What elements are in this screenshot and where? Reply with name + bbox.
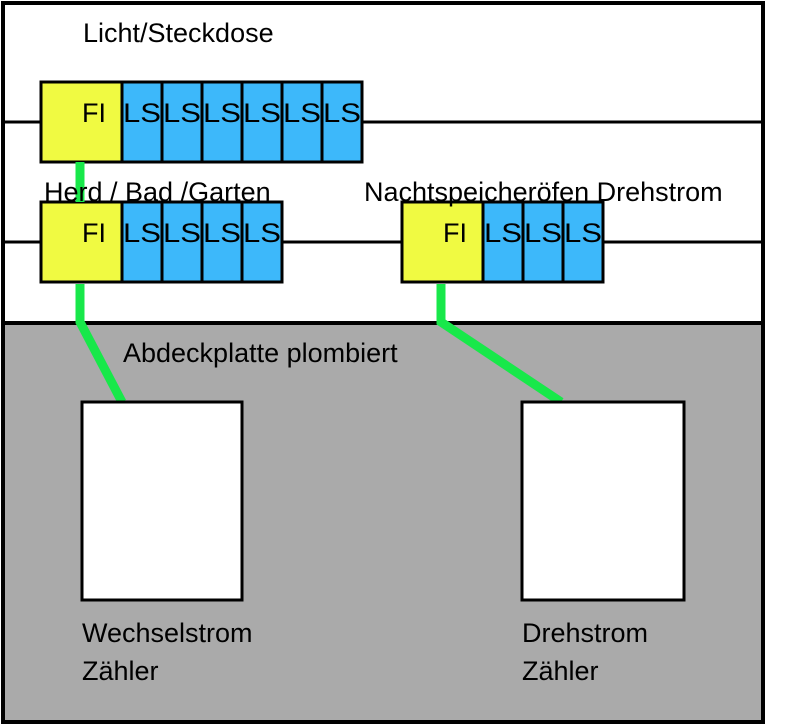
ls-breaker xyxy=(120,80,164,164)
ls-label: LS xyxy=(123,218,161,248)
ls-breaker xyxy=(481,200,525,284)
fi-label: FI xyxy=(82,98,106,128)
ls-label: LS xyxy=(243,218,281,248)
drehstrom-meter xyxy=(520,400,686,602)
ls-label: LS xyxy=(323,98,361,128)
fi-switch xyxy=(39,80,124,164)
ls-label: LS xyxy=(484,218,522,248)
ls-label: LS xyxy=(243,98,281,128)
label-drehstrom-zaehler: Zähler xyxy=(522,656,599,686)
ls-breaker xyxy=(280,80,324,164)
ls-label: LS xyxy=(123,98,161,128)
ls-label: LS xyxy=(203,98,241,128)
ls-label: LS xyxy=(203,218,241,248)
label-wechselstrom-zaehler: Zähler xyxy=(82,656,159,686)
label-nachtspeicheroefen: Nachtspeicheröfen Drehstrom xyxy=(364,177,723,207)
ls-breaker xyxy=(320,80,364,164)
ls-breaker xyxy=(561,200,605,284)
wire-to-drehstrom-meter xyxy=(436,284,564,406)
fi-label: FI xyxy=(443,218,467,248)
label-herd-bad-garten: Herd / Bad /Garten xyxy=(44,177,271,207)
ls-label: LS xyxy=(564,218,602,248)
ls-label: LS xyxy=(163,218,201,248)
fi-label: FI xyxy=(82,218,106,248)
ls-breaker xyxy=(240,80,284,164)
ls-breaker xyxy=(240,200,284,284)
ls-label: LS xyxy=(524,218,562,248)
ls-label: LS xyxy=(163,98,201,128)
label-licht-steckdose: Licht/Steckdose xyxy=(83,18,274,48)
label-drehstrom: Drehstrom xyxy=(522,618,648,648)
ls-breaker xyxy=(120,200,164,284)
fi-switch xyxy=(400,200,485,284)
ls-breaker xyxy=(521,200,565,284)
label-wechselstrom: Wechselstrom xyxy=(82,618,253,648)
wire-to-wechselstrom-meter xyxy=(75,284,126,405)
ls-breaker xyxy=(200,80,244,164)
ls-breaker xyxy=(160,200,204,284)
ls-label: LS xyxy=(283,98,321,128)
wechselstrom-meter xyxy=(80,400,244,602)
label-abdeckplatte: Abdeckplatte plombiert xyxy=(123,338,398,368)
